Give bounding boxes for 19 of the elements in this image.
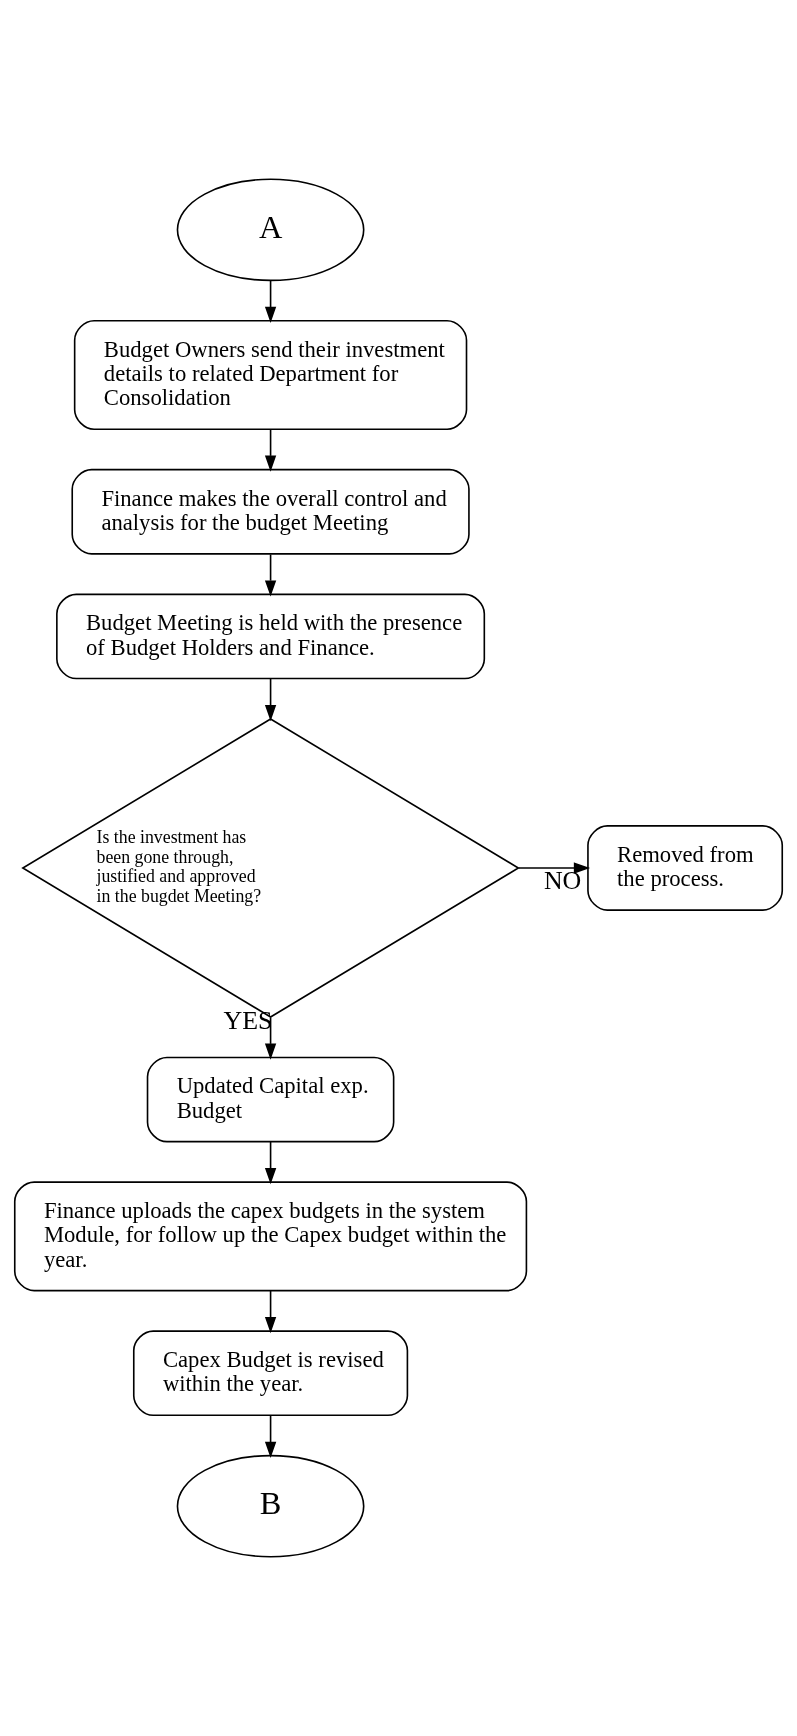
arrow xyxy=(264,428,277,472)
node-box: Updated Capital exp. Budget xyxy=(146,1056,395,1143)
arrow xyxy=(264,1016,277,1060)
edge-label: NO xyxy=(543,865,582,895)
node-box: Budget Meeting is held with the presence of Budget Holders and Finance. xyxy=(56,593,486,680)
arrow xyxy=(264,678,277,722)
arrow xyxy=(517,862,591,874)
arrow xyxy=(264,553,277,597)
node-box: Capex Budget is revised within the year. xyxy=(132,1330,409,1417)
node-box: Finance makes the overall control and analysis for the budget Meeting xyxy=(71,468,470,555)
node-box: Budget Owners send their investment details to related Department for Consolidation xyxy=(73,319,468,430)
arrow xyxy=(264,279,277,323)
arrow xyxy=(264,1415,277,1459)
node-box: Removed from the process. xyxy=(587,825,784,911)
arrow xyxy=(264,1289,277,1334)
node-ellipse: A xyxy=(176,178,365,282)
node-ellipse: B xyxy=(176,1454,365,1558)
arrow xyxy=(264,1141,277,1185)
node-box: Finance uploads the capex budgets in the system Module, for follow up the Capex budget within the year. xyxy=(13,1181,528,1292)
